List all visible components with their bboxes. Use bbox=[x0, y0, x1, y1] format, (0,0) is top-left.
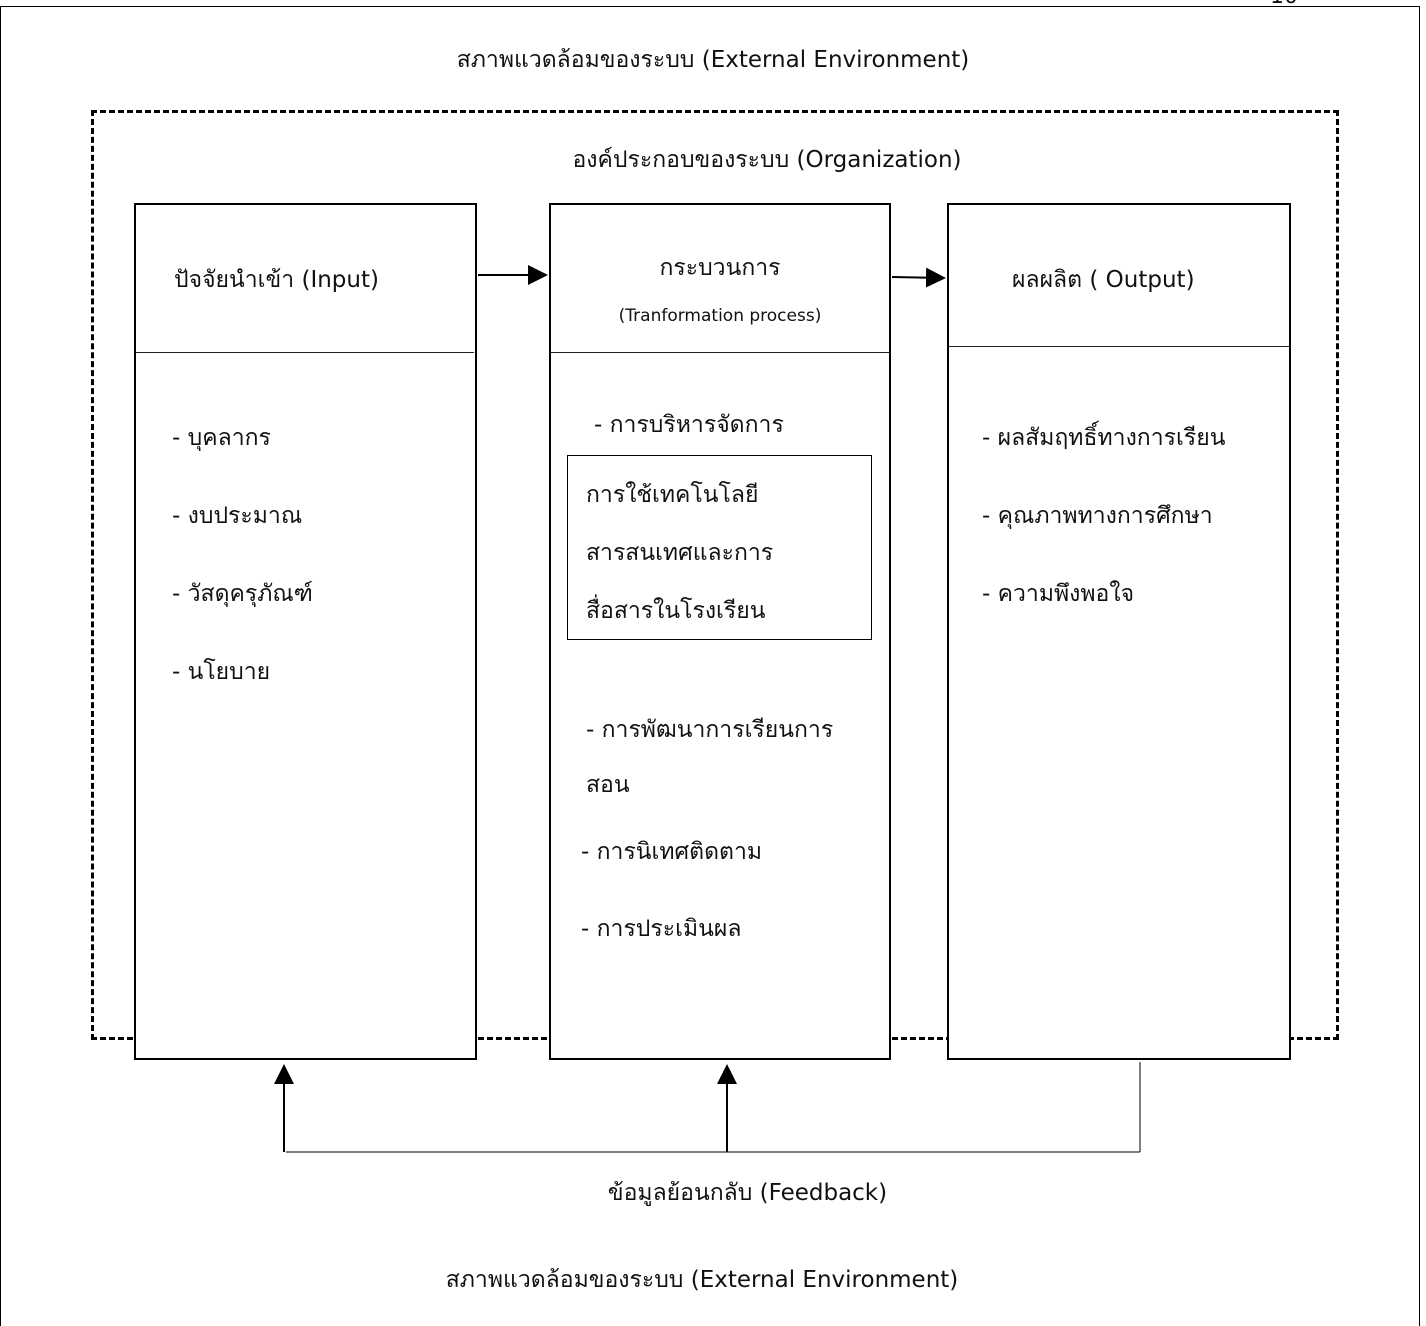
input-item: - งบประมาณ bbox=[172, 503, 303, 529]
feedback-label: ข้อมูลย้อนกลับ (Feedback) bbox=[607, 1180, 888, 1206]
process-item: - การประเมินผล bbox=[581, 916, 742, 942]
process-item: - การพัฒนาการเรียนการ bbox=[586, 717, 834, 743]
process-item: - การนิเทศติดตาม bbox=[581, 839, 763, 865]
process-subtitle: (Tranformation process) bbox=[618, 306, 822, 326]
output-item: - คุณภาพทางการศึกษา bbox=[982, 503, 1213, 529]
process-title: กระบวนการ bbox=[659, 255, 781, 281]
input-item: - นโยบาย bbox=[172, 659, 271, 685]
input-box bbox=[134, 203, 477, 1060]
ict-line: สารสนเทศและการ bbox=[586, 540, 774, 566]
output-item: - ความพึงพอใจ bbox=[982, 581, 1135, 607]
input-divider bbox=[136, 352, 474, 353]
ict-line: การใช้เทคโนโลยี bbox=[586, 482, 759, 508]
ict-line: สื่อสารในโรงเรียน bbox=[586, 598, 766, 624]
page-number: 10 bbox=[1270, 0, 1298, 9]
output-item: - ผลสัมฤทธิ์ทางการเรียน bbox=[982, 425, 1226, 451]
input-item: - บุคลากร bbox=[172, 425, 271, 451]
page-frame bbox=[0, 6, 1420, 1326]
output-box bbox=[947, 203, 1291, 1060]
organization-label: องค์ประกอบของระบบ (Organization) bbox=[572, 147, 962, 173]
top-environment-label: สภาพแวดล้อมของระบบ (External Environment… bbox=[456, 47, 970, 73]
input-title: ปัจจัยนำเข้า (Input) bbox=[174, 267, 379, 293]
output-divider bbox=[949, 346, 1289, 347]
process-to-output-arrow bbox=[891, 267, 946, 288]
output-title: ผลผลิต ( Output) bbox=[1012, 267, 1195, 293]
ict-sub-box bbox=[567, 455, 872, 640]
bottom-environment-label: สภาพแวดล้อมของระบบ (External Environment… bbox=[445, 1267, 959, 1293]
process-divider bbox=[551, 352, 889, 353]
process-item: สอน bbox=[586, 772, 630, 798]
process-item: - การบริหารจัดการ bbox=[594, 412, 784, 438]
input-item: - วัสดุครุภัณฑ์ bbox=[172, 581, 313, 607]
